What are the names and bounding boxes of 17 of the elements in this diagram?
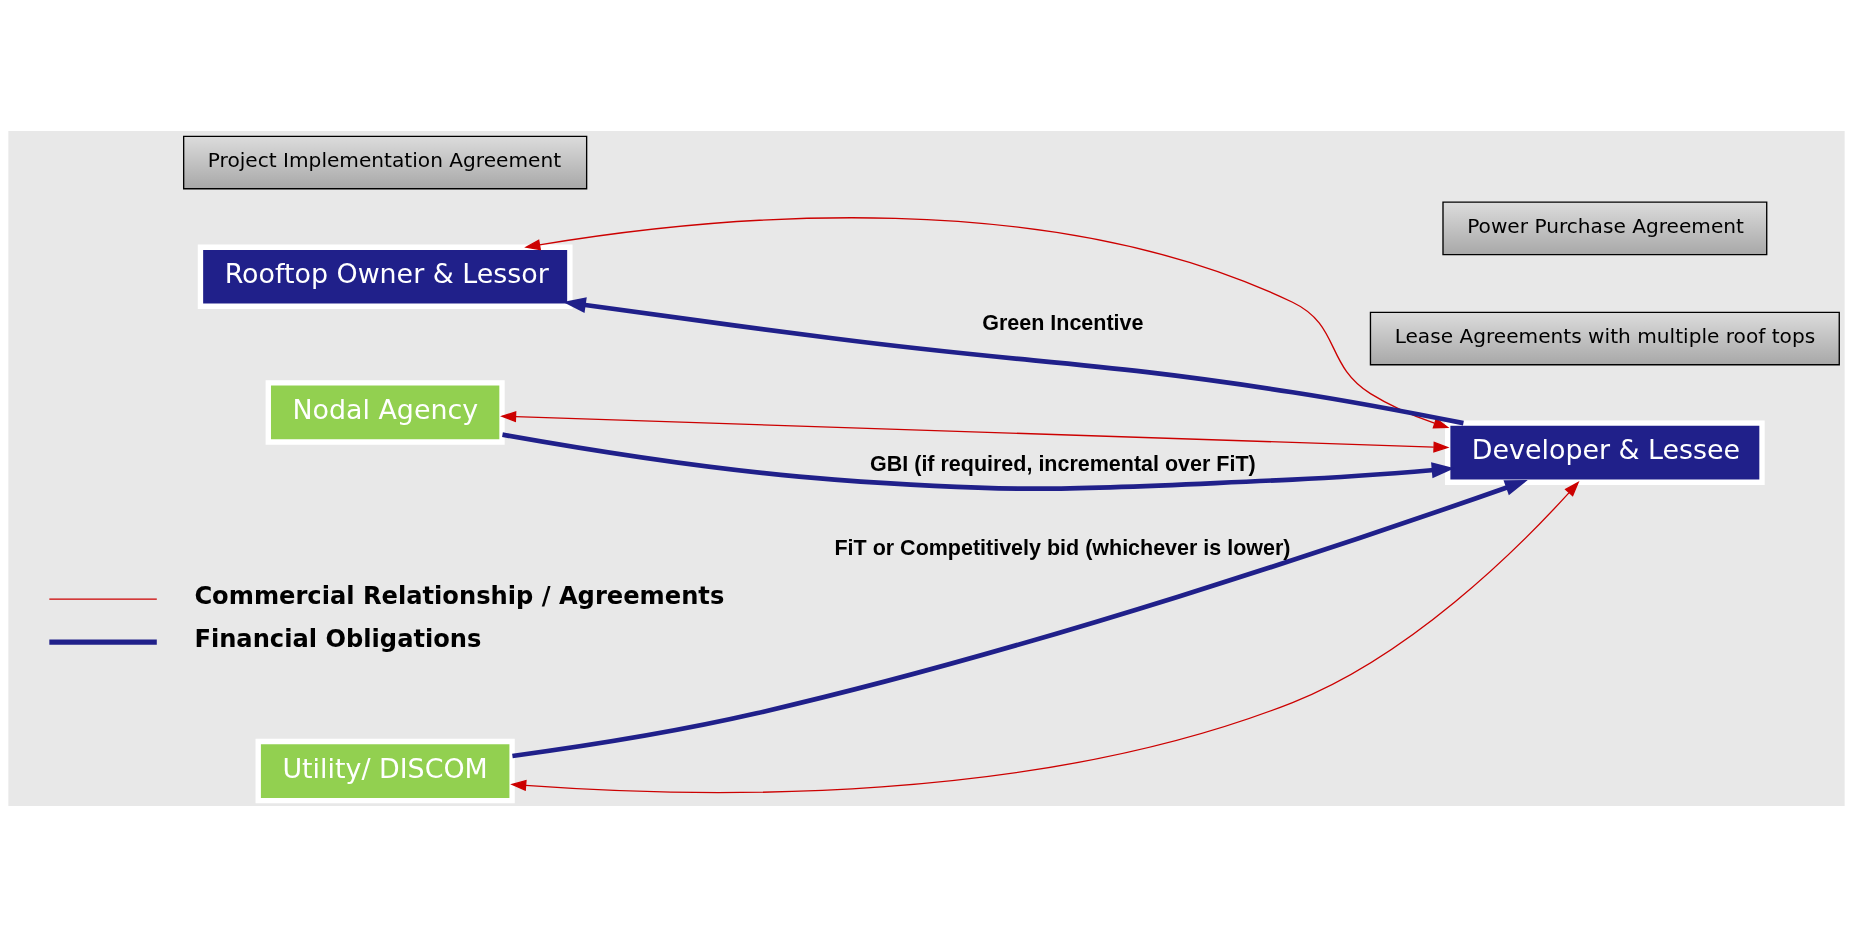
node-box: Utility/ DISCOM xyxy=(255,738,515,804)
node-box: Power Purchase Agreement xyxy=(1442,201,1768,256)
arrow xyxy=(510,481,1580,793)
arrow xyxy=(500,411,1450,453)
legend-label: Financial Obligations xyxy=(194,624,482,653)
node-box: Developer & Lessee xyxy=(1445,420,1765,485)
edge-label: FiT or Competitively bid (whichever is lower) xyxy=(834,535,1291,560)
edge-label: GBI (if required, incremental over FiT) xyxy=(870,452,1256,477)
node-box: Project Implementation Agreement xyxy=(183,135,588,190)
node-box: Rooftop Owner & Lessor xyxy=(197,244,573,309)
arrow xyxy=(524,217,1450,429)
node-box: Lease Agreements with multiple roof tops xyxy=(1369,311,1840,366)
edge-label: Green Incentive xyxy=(982,311,1144,336)
legend-label: Commercial Relationship / Agreements xyxy=(194,581,725,610)
arrow xyxy=(512,480,1528,759)
node-box: Nodal Agency xyxy=(265,380,505,445)
arrow xyxy=(562,297,1464,426)
